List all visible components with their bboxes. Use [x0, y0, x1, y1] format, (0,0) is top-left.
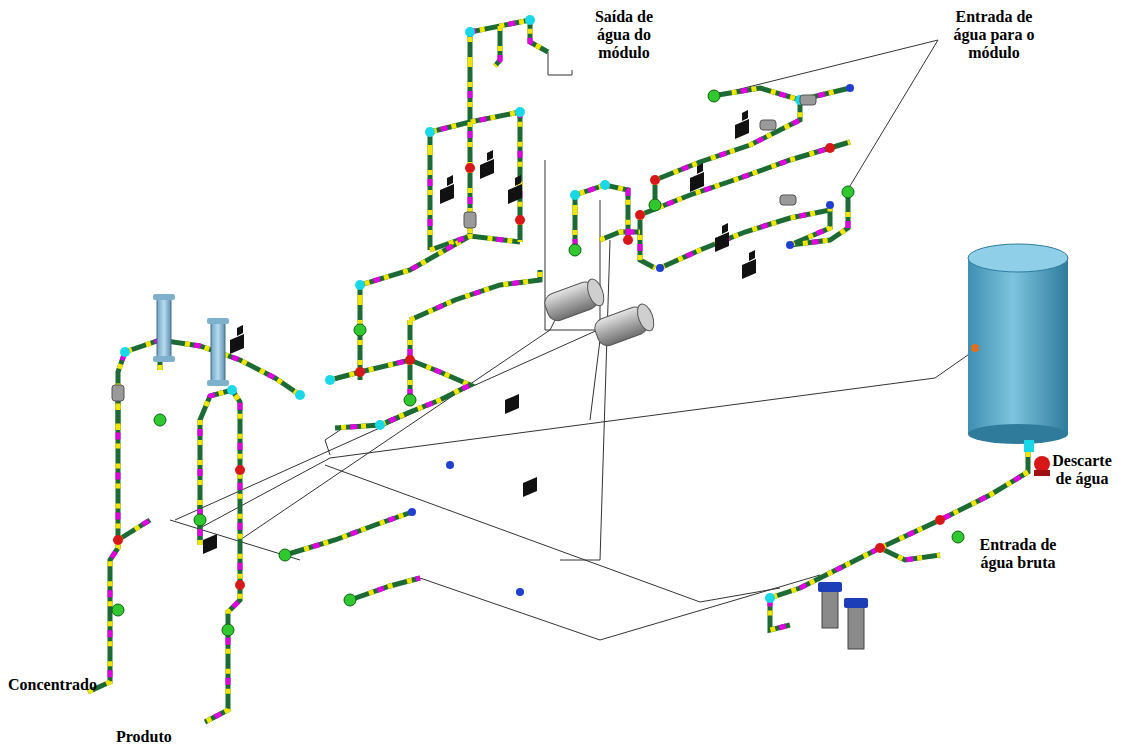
callout-label: Saída de água do módulo	[578, 8, 670, 62]
check-valves	[112, 90, 964, 636]
callout-label: Concentrado	[8, 676, 128, 694]
actuated-valves	[203, 110, 756, 554]
callout-label: Entrada de água bruta	[966, 536, 1070, 572]
callout-label: Entrada de água para o módulo	[942, 8, 1046, 62]
tubing-lines	[170, 40, 975, 640]
pre-filters	[818, 582, 868, 649]
water-tank	[968, 244, 1068, 476]
pipe-fittings	[408, 84, 854, 596]
instruments	[112, 95, 816, 401]
pumps	[542, 277, 657, 348]
pipe-tees	[113, 143, 945, 590]
pipe-elbows	[120, 15, 805, 603]
callout-label: Produto	[116, 728, 216, 746]
membrane-cartridges	[153, 294, 229, 386]
callout-label: Descarte de água	[1046, 452, 1118, 488]
